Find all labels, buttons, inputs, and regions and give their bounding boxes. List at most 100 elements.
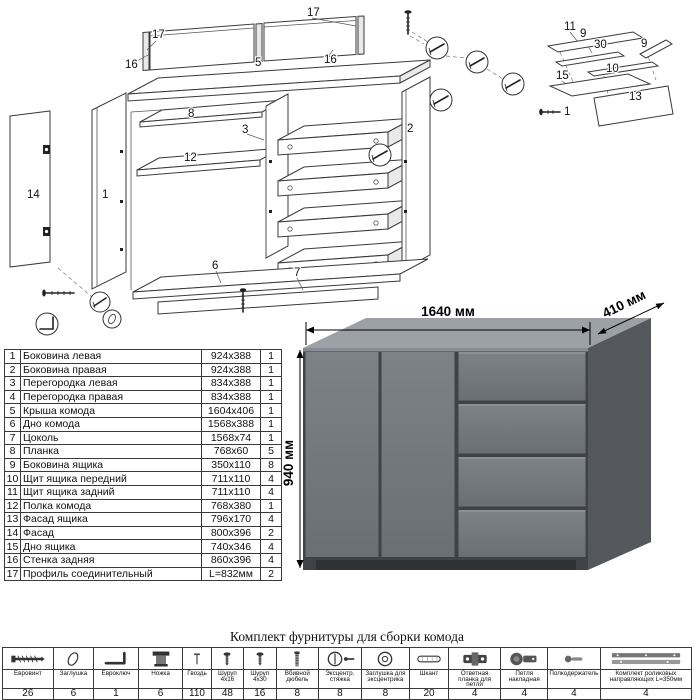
diagram-part-number: 17 bbox=[152, 29, 165, 41]
hardware-item-name: Шкант bbox=[409, 669, 449, 689]
diagram-part-number: 9 bbox=[580, 28, 586, 40]
part-name: Боковина ящика bbox=[20, 457, 202, 473]
diagram-part-number: 9 bbox=[641, 38, 647, 50]
part-number: 17 bbox=[4, 566, 21, 582]
part-size: 740x346 bbox=[201, 539, 261, 554]
part-quantity: 1 bbox=[260, 498, 282, 514]
part-name: Дно комода bbox=[20, 416, 202, 432]
diagram-part-number: 15 bbox=[556, 70, 569, 82]
hardware-item-name: Ответная планка для петли bbox=[447, 669, 502, 689]
diagram-part-number: 17 bbox=[307, 7, 320, 19]
part-number: 3 bbox=[4, 376, 21, 391]
part-number: 6 bbox=[4, 416, 21, 432]
part-number: 14 bbox=[4, 525, 21, 541]
dresser-render bbox=[303, 318, 651, 570]
hardware-item-quantity: 4 bbox=[500, 687, 549, 700]
product-dimension-view: 1640 мм 940 мм 410 мм bbox=[280, 288, 665, 570]
part-size: L=832мм bbox=[201, 566, 261, 582]
height-dimension-label: 940 мм bbox=[281, 440, 296, 486]
drawer-box bbox=[277, 117, 415, 156]
drawer-box bbox=[277, 199, 415, 238]
part-number: 12 bbox=[4, 498, 21, 514]
hardware-item-quantity: 6 bbox=[137, 687, 184, 700]
part-name: Крыша комода bbox=[20, 403, 202, 418]
part-size: 924x388 bbox=[201, 362, 261, 378]
part-name: Щит ящика задний bbox=[20, 484, 202, 500]
side-panel-left bbox=[91, 92, 127, 290]
part-size: 924x388 bbox=[201, 349, 261, 364]
back-panel-right bbox=[263, 15, 357, 62]
hinge-plate-icon bbox=[447, 647, 502, 670]
diagram-part-number: 13 bbox=[629, 91, 642, 103]
hardware-item-name: Эксцентр. стяжка bbox=[318, 669, 362, 689]
hardware-item-quantity: 8 bbox=[275, 687, 320, 700]
diagram-part-number: 30 bbox=[594, 39, 607, 51]
part-name: Фасад bbox=[20, 525, 202, 541]
hardware-item-quantity: 4 bbox=[547, 687, 601, 700]
part-size: 796x170 bbox=[201, 512, 261, 527]
part-quantity: 2 bbox=[260, 566, 282, 582]
part-size: 1568x388 bbox=[201, 416, 261, 432]
euro-screw-icon bbox=[2, 647, 54, 670]
dresser-right-face bbox=[588, 318, 651, 570]
diagram-part-number: 3 bbox=[242, 124, 248, 136]
hardware-item-quantity: 16 bbox=[243, 687, 277, 700]
part-size: 711x110 bbox=[201, 484, 261, 500]
hardware-item-quantity: 6 bbox=[52, 687, 95, 700]
back-panel-left bbox=[149, 23, 255, 71]
part-quantity: 1 bbox=[260, 376, 282, 391]
shelf-support-icon bbox=[547, 647, 601, 670]
diagram-part-number: 16 bbox=[324, 54, 337, 66]
part-number: 15 bbox=[4, 539, 21, 554]
side-panel-right bbox=[401, 76, 431, 271]
height-dimension: 940 мм bbox=[280, 350, 304, 568]
part-size: 711x110 bbox=[201, 471, 261, 486]
hardware-item-quantity: 8 bbox=[318, 687, 362, 700]
partition bbox=[265, 93, 289, 259]
plank bbox=[139, 99, 285, 128]
hardware-item-name: Полкодержатель bbox=[547, 669, 601, 689]
plug-cap-icon bbox=[52, 647, 95, 670]
part-number: 8 bbox=[4, 444, 21, 459]
part-quantity: 4 bbox=[260, 552, 282, 568]
diagram-part-number: 2 bbox=[407, 123, 413, 135]
hardware-item-name: Евровинт bbox=[2, 669, 54, 689]
diagram-part-number: 16 bbox=[125, 59, 138, 71]
hardware-item-name: Петля накладная bbox=[500, 669, 549, 689]
hardware-item-quantity: 48 bbox=[210, 687, 245, 700]
hardware-item-name: Заглушка bbox=[52, 669, 95, 689]
hex-key-icon bbox=[93, 647, 139, 670]
dresser-drawers bbox=[458, 352, 586, 557]
part-quantity: 1 bbox=[260, 349, 282, 364]
part-size: 834x388 bbox=[201, 376, 261, 391]
hardware-item-quantity: 4 bbox=[447, 687, 502, 700]
screw-icon bbox=[243, 647, 277, 670]
hardware-kit-title: Комплект фурнитуры для сборки комода bbox=[229, 629, 464, 644]
hardware-item-name: Вбивной дюбель bbox=[275, 669, 320, 689]
part-number: 5 bbox=[4, 403, 21, 418]
part-name: Фасад ящика bbox=[20, 512, 202, 527]
hardware-item-name: Евроключ bbox=[93, 669, 139, 689]
depth-dimension-label: 410 мм bbox=[600, 288, 648, 321]
hardware-item-quantity: 1 bbox=[93, 687, 139, 700]
cam-lock-icon bbox=[318, 647, 362, 670]
diagram-part-number: 6 bbox=[212, 260, 218, 272]
hardware-item-name: Ножка bbox=[137, 669, 184, 689]
hardware-item-name: Гвоздь bbox=[182, 669, 212, 689]
connector-profile-right bbox=[357, 15, 365, 55]
cam-cap-icon bbox=[360, 647, 411, 670]
part-size: 350x110 bbox=[201, 457, 261, 473]
part-name: Цоколь bbox=[20, 430, 202, 446]
part-name: Профиль соединительный bbox=[20, 566, 202, 582]
part-number: 2 bbox=[4, 362, 21, 378]
